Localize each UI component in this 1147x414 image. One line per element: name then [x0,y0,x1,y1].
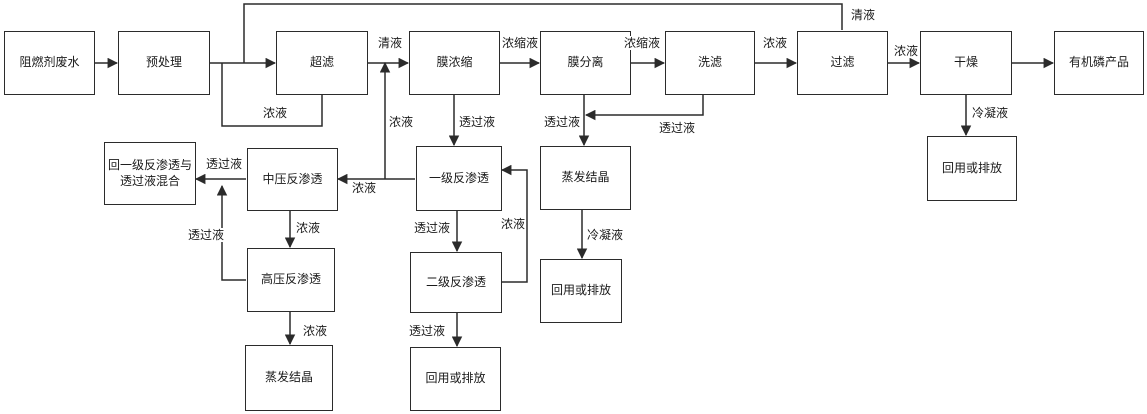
flow-ro-high-permeate-return [216,184,246,281]
label-ms-concentrate: 浓缩液 [623,36,662,51]
label-ro2-permeate: 透过液 [408,324,447,339]
label-top-clear: 清液 [850,8,877,23]
label-dry-condensate: 冷凝液 [971,106,1010,121]
label-rohigh-permeate: 透过液 [187,228,226,243]
label-romid-concentrate: 浓液 [295,221,322,236]
label-wash-permeate: 透过液 [658,121,697,136]
flow-filter-clear-return [243,3,843,63]
node-product: 有机磷产品 [1054,31,1144,95]
node-reuse-dry: 回用或排放 [927,136,1017,201]
node-wash-filter: 洗滤 [665,31,755,95]
node-evap-a: 蒸发结晶 [540,146,631,210]
label-uf-concentrate: 浓液 [262,106,289,121]
flow-ro2-concentrate-return [500,164,528,283]
node-ro-second: 二级反渗透 [410,252,502,313]
node-evap-b: 蒸发结晶 [245,345,333,411]
label-mc-concentrate: 浓缩液 [501,36,540,51]
node-ultrafilter: 超滤 [276,31,368,95]
node-wastewater: 阻燃剂废水 [4,31,95,95]
label-wash-concentrate: 浓液 [762,36,789,51]
node-membrane-separate: 膜分离 [540,31,631,95]
label-rohigh-concentrate: 浓液 [302,324,329,339]
label-romid-permeate: 透过液 [205,157,244,172]
node-pretreat: 预处理 [118,31,210,95]
label-ms-permeate: 透过液 [543,115,582,130]
node-filter: 过滤 [797,31,888,95]
flow-wash-filter-permeate [584,95,704,121]
label-mc-permeate: 透过液 [458,115,497,130]
label-ro1-permeate: 透过液 [413,221,452,236]
node-ro-first: 一级反渗透 [416,146,502,211]
node-return-mix: 回一级反渗透与透过液混合 [104,142,196,205]
label-ro1-concentrate: 浓液 [351,181,378,196]
label-evap-condensate: 冷凝液 [586,228,625,243]
node-ro-high: 高压反渗透 [247,248,335,312]
node-dry: 干燥 [920,31,1012,95]
node-membrane-concentrate: 膜浓缩 [409,31,500,95]
label-ro-concentrate-up: 浓液 [388,115,415,130]
node-ro-medium: 中压反渗透 [247,148,338,211]
label-filter-concentrate: 浓液 [893,44,920,59]
node-reuse-evap: 回用或排放 [540,259,622,323]
node-reuse-ro2: 回用或排放 [410,347,501,411]
label-ro2-concentrate: 浓液 [500,217,527,232]
label-uf-clear: 清液 [377,36,404,51]
flow-ultrafilter-concentrate-loop [221,63,323,127]
